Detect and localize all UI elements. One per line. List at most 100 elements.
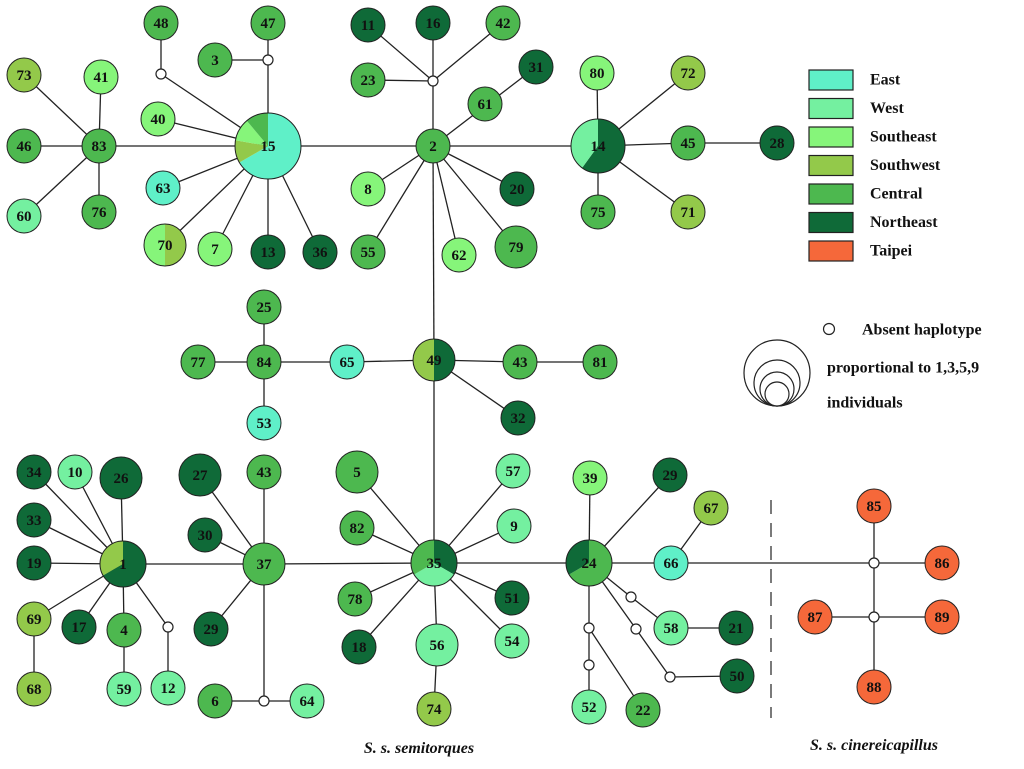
absent-haplotype-node <box>258 695 270 707</box>
node-slice <box>924 599 960 635</box>
node-slice <box>495 453 531 489</box>
absent-haplotype-node <box>868 557 880 569</box>
node-slice <box>143 5 179 41</box>
node-slice <box>625 692 661 728</box>
node-label: 86 <box>935 556 951 572</box>
node-slice <box>416 691 452 727</box>
node-outline <box>412 338 456 382</box>
node-slice <box>500 400 536 436</box>
node-label: 53 <box>257 416 272 432</box>
node-slice <box>413 339 434 381</box>
haplotype-node-87: 87 <box>797 599 833 635</box>
node-slice <box>329 344 365 380</box>
node-slice <box>499 171 535 207</box>
haplotype-node-56: 56 <box>415 623 459 667</box>
haplotype-node-31: 31 <box>518 49 554 85</box>
node-slice <box>434 339 455 381</box>
haplotype-node-16: 16 <box>415 5 451 41</box>
node-slice <box>670 194 706 230</box>
absent-haplotype-node <box>427 75 439 87</box>
haplotype-node-46: 46 <box>6 128 42 164</box>
node-slice <box>924 545 960 581</box>
haplotype-node-74: 74 <box>416 691 452 727</box>
node-slice <box>197 42 233 78</box>
absent-haplotype-node <box>583 659 595 671</box>
node-slice <box>246 454 282 490</box>
node-label: 71 <box>681 205 696 221</box>
node-slice <box>83 59 119 95</box>
node-label: 87 <box>808 610 824 626</box>
haplotype-node-53: 53 <box>246 405 282 441</box>
haplotype-node-85: 85 <box>856 488 892 524</box>
node-slice <box>856 669 892 705</box>
node-slice <box>250 5 286 41</box>
haplotype-node-83: 83 <box>81 128 117 164</box>
node-slice <box>571 689 607 725</box>
haplotype-node-67: 67 <box>693 490 729 526</box>
node-outline <box>99 540 147 588</box>
node-slice <box>180 344 216 380</box>
node-slice <box>693 490 729 526</box>
node-slice <box>81 128 117 164</box>
node-slice <box>246 405 282 441</box>
node-label: 52 <box>582 700 597 716</box>
node-label: 45 <box>681 136 696 152</box>
node-label: 6 <box>211 694 219 710</box>
absent-haplotype-node <box>162 621 174 633</box>
network-edge <box>367 145 434 253</box>
node-label: 63 <box>156 181 171 197</box>
node-label: 42 <box>496 16 511 32</box>
node-outline <box>143 223 187 267</box>
node-slice <box>797 599 833 635</box>
node-label: 25 <box>257 300 272 316</box>
node-label: 84 <box>257 355 273 371</box>
size-key-circle <box>764 381 790 407</box>
node-label: 23 <box>361 73 376 89</box>
haplotype-node-5: 5 <box>335 450 379 494</box>
haplotype-node-51: 51 <box>494 580 530 616</box>
haplotype-node-77: 77 <box>180 344 216 380</box>
node-label: 75 <box>591 205 606 221</box>
node-label: 27 <box>193 468 209 484</box>
haplotype-node-42: 42 <box>485 5 521 41</box>
node-label: 34 <box>27 465 43 481</box>
haplotype-node-9: 9 <box>496 508 532 544</box>
node-slice <box>670 125 706 161</box>
node-label: 21 <box>729 621 744 637</box>
node-label: 2 <box>429 139 437 155</box>
caption-semitorques: S. s. semitorques <box>364 740 474 757</box>
node-outline <box>570 118 626 174</box>
node-slice <box>415 128 451 164</box>
node-label: 79 <box>509 240 524 256</box>
node-label: 10 <box>68 465 83 481</box>
node-slice <box>350 7 386 43</box>
node-label: 28 <box>770 136 785 152</box>
haplotype-node-20: 20 <box>499 171 535 207</box>
network-edge <box>635 628 671 678</box>
node-label: 3 <box>211 53 219 69</box>
node-slice <box>106 671 142 707</box>
size-key-icon <box>743 339 811 407</box>
node-label: 60 <box>17 209 32 225</box>
absent-haplotype-node <box>583 622 595 634</box>
haplotype-node-58: 58 <box>653 610 689 646</box>
haplotype-node-19: 19 <box>16 545 52 581</box>
node-slice <box>572 460 608 496</box>
node-slice <box>6 198 42 234</box>
node-label: 69 <box>27 612 42 628</box>
node-label: 81 <box>593 355 608 371</box>
haplotype-node-12: 12 <box>150 670 186 706</box>
node-label: 43 <box>257 465 272 481</box>
node-slice <box>16 601 52 637</box>
node-label: 88 <box>867 680 882 696</box>
node-slice <box>16 671 52 707</box>
node-slice <box>246 344 282 380</box>
haplotype-node-25: 25 <box>246 289 282 325</box>
node-label: 49 <box>427 353 442 369</box>
node-label: 20 <box>510 182 525 198</box>
absent-haplotype-node <box>625 591 637 603</box>
node-slice <box>411 540 434 575</box>
haplotype-node-1: 1 <box>99 540 147 588</box>
node-label: 36 <box>313 245 329 261</box>
